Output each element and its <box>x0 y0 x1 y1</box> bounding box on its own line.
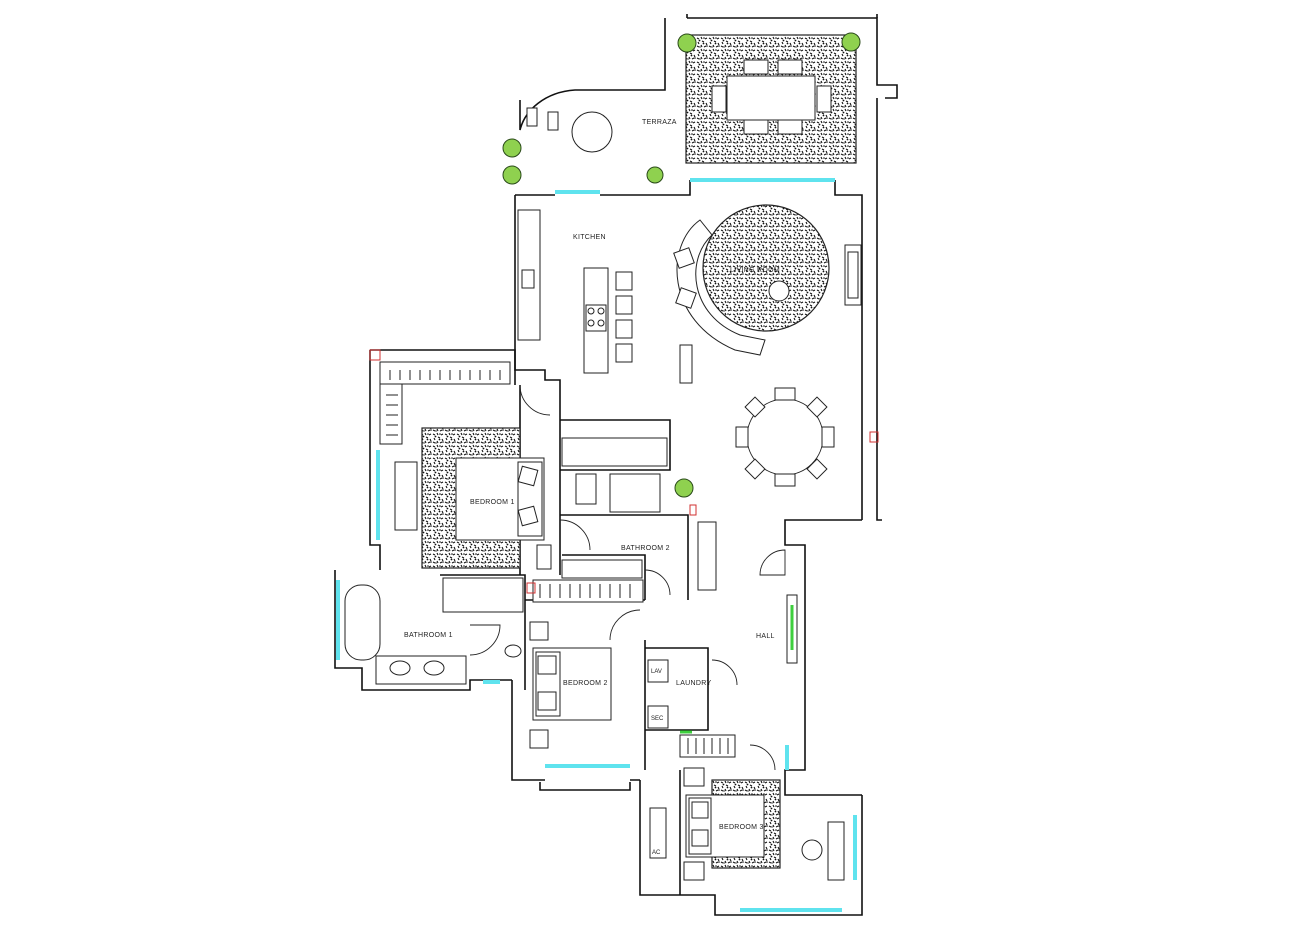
wardrobe <box>379 361 511 385</box>
bedroom-3-area: AC BEDROOM 3 <box>649 767 845 895</box>
toilet-icon <box>575 473 597 505</box>
vanity <box>561 437 668 467</box>
wardrobe <box>679 734 736 758</box>
room-label-bedroom-1: BEDROOM 1 <box>470 499 515 506</box>
bedroom-2-area: BEDROOM 2 <box>525 579 646 770</box>
fixture-label-lav: LAV <box>651 669 662 675</box>
toilet-icon <box>504 644 522 658</box>
ac-unit <box>649 807 667 859</box>
desk-chair <box>801 839 823 861</box>
dining-area <box>735 387 835 487</box>
living-room-area: LIVING ROOM <box>673 204 862 356</box>
shower <box>609 473 661 513</box>
bench <box>394 461 418 531</box>
sink-icon <box>521 269 535 289</box>
wardrobe <box>379 383 403 445</box>
cooktop-icon <box>585 304 607 332</box>
plant-icon <box>646 166 664 184</box>
bathtub-icon <box>344 584 381 661</box>
living-rug <box>702 204 830 332</box>
plant-icon <box>677 33 697 53</box>
fixture-label-ac: AC <box>652 850 661 856</box>
kitchen-area: KITCHEN <box>517 209 693 384</box>
bathroom-1-area: BATHROOM 1 <box>344 574 526 690</box>
room-label-bathroom-1: BATHROOM 1 <box>404 632 453 639</box>
room-label-bathroom-2: BATHROOM 2 <box>621 545 670 552</box>
room-label-kitchen: KITCHEN <box>573 234 606 241</box>
plant-icon <box>502 138 522 158</box>
washer-icon <box>647 659 669 683</box>
plant-icon <box>502 165 522 185</box>
bathroom-2-area: BATHROOM 2 <box>560 419 717 600</box>
terrace-round-table <box>571 111 613 153</box>
room-label-bedroom-3: BEDROOM 3 <box>719 824 764 831</box>
hall-area: HALL <box>756 549 798 664</box>
room-label-living-room: LIVING ROOM <box>730 267 780 274</box>
accent-marks <box>369 349 879 594</box>
bar-stools <box>615 271 633 363</box>
room-label-terraza: TERRAZA <box>642 119 677 126</box>
fixture-label-sec: SEC <box>651 716 664 722</box>
plant-icon <box>841 32 861 52</box>
shower <box>442 577 524 613</box>
room-label-hall: HALL <box>756 633 775 640</box>
dryer-icon <box>647 705 669 729</box>
laundry-area: LAV SEC LAUNDRY <box>645 647 736 758</box>
room-label-bedroom-2: BEDROOM 2 <box>563 680 608 687</box>
bedroom-1-area: BEDROOM 1 <box>379 361 561 575</box>
cabinet <box>697 521 717 591</box>
glazing <box>336 178 857 912</box>
plant-icon <box>674 478 694 498</box>
terrace-lounger <box>526 107 559 131</box>
terrace-area: TERRAZA <box>502 14 898 185</box>
coffee-table <box>768 280 790 302</box>
double-vanity <box>375 655 467 685</box>
side-table <box>679 344 693 384</box>
desk <box>827 821 845 881</box>
doors <box>469 384 776 771</box>
terrace-dining-set <box>711 59 832 135</box>
room-label-laundry: LAUNDRY <box>676 680 711 687</box>
